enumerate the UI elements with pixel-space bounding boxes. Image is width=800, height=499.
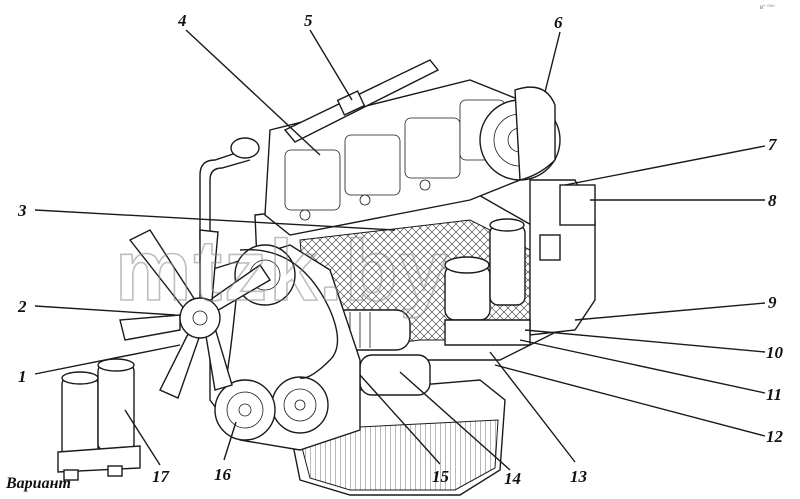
callout-11: 11 bbox=[766, 385, 782, 404]
callout-13: 13 bbox=[570, 467, 588, 486]
variant-filters bbox=[57, 358, 141, 481]
crankshaft-pulley bbox=[271, 376, 329, 434]
damper-pulley bbox=[214, 379, 276, 441]
engine-drawing bbox=[119, 59, 596, 496]
callout-10: 10 bbox=[766, 343, 784, 362]
oil-filters bbox=[444, 218, 531, 346]
callout-5: 5 bbox=[304, 11, 313, 30]
callout-17: 17 bbox=[152, 467, 171, 486]
callout-6: 6 bbox=[554, 13, 563, 32]
callout-labels: 1 2 3 4 5 6 7 8 9 10 11 12 13 14 15 16 1… bbox=[17, 11, 784, 488]
callout-9: 9 bbox=[768, 293, 777, 312]
callout-15: 15 bbox=[432, 467, 450, 486]
callout-14: 14 bbox=[504, 469, 521, 488]
corner-mark: в° ⁰⁰⁰ bbox=[760, 4, 775, 11]
callout-2: 2 bbox=[17, 297, 27, 316]
callout-4: 4 bbox=[177, 11, 187, 30]
callout-7: 7 bbox=[768, 135, 778, 154]
leader-lines bbox=[34, 29, 766, 471]
variant-caption: Вариант bbox=[5, 475, 71, 492]
callout-1: 1 bbox=[18, 367, 27, 386]
callout-16: 16 bbox=[214, 465, 232, 484]
callout-8: 8 bbox=[768, 191, 777, 210]
turbocharger bbox=[479, 86, 561, 181]
callout-3: 3 bbox=[17, 201, 27, 220]
watermark: mtzk.by bbox=[115, 223, 449, 319]
fan bbox=[119, 229, 271, 399]
callout-12: 12 bbox=[766, 427, 784, 446]
